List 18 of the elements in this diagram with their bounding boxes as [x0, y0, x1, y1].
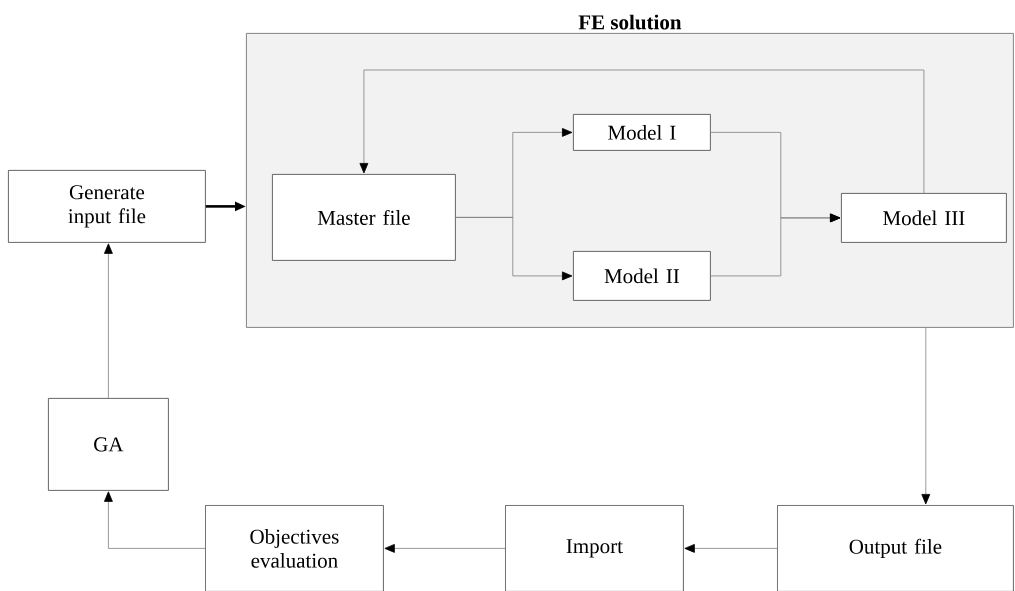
arrow [104, 491, 206, 549]
process-box: Import [505, 505, 684, 591]
process-box: Generate input file [8, 170, 206, 243]
panel-title: FE solution [578, 14, 682, 30]
arrow [684, 544, 778, 553]
arrow [710, 213, 841, 277]
process-box: Objectives evaluation [205, 505, 384, 591]
process-box: Model II [573, 251, 711, 301]
arrow [359, 69, 925, 194]
process-box: Model I [573, 114, 711, 151]
arrow [384, 544, 506, 553]
arrow [921, 327, 931, 505]
process-box: Master file [272, 174, 456, 261]
arrow [455, 217, 573, 281]
arrow [104, 243, 113, 399]
process-box: Output file [777, 505, 1014, 591]
process-box: Model III [841, 193, 1007, 243]
process-box: GA [48, 398, 169, 491]
